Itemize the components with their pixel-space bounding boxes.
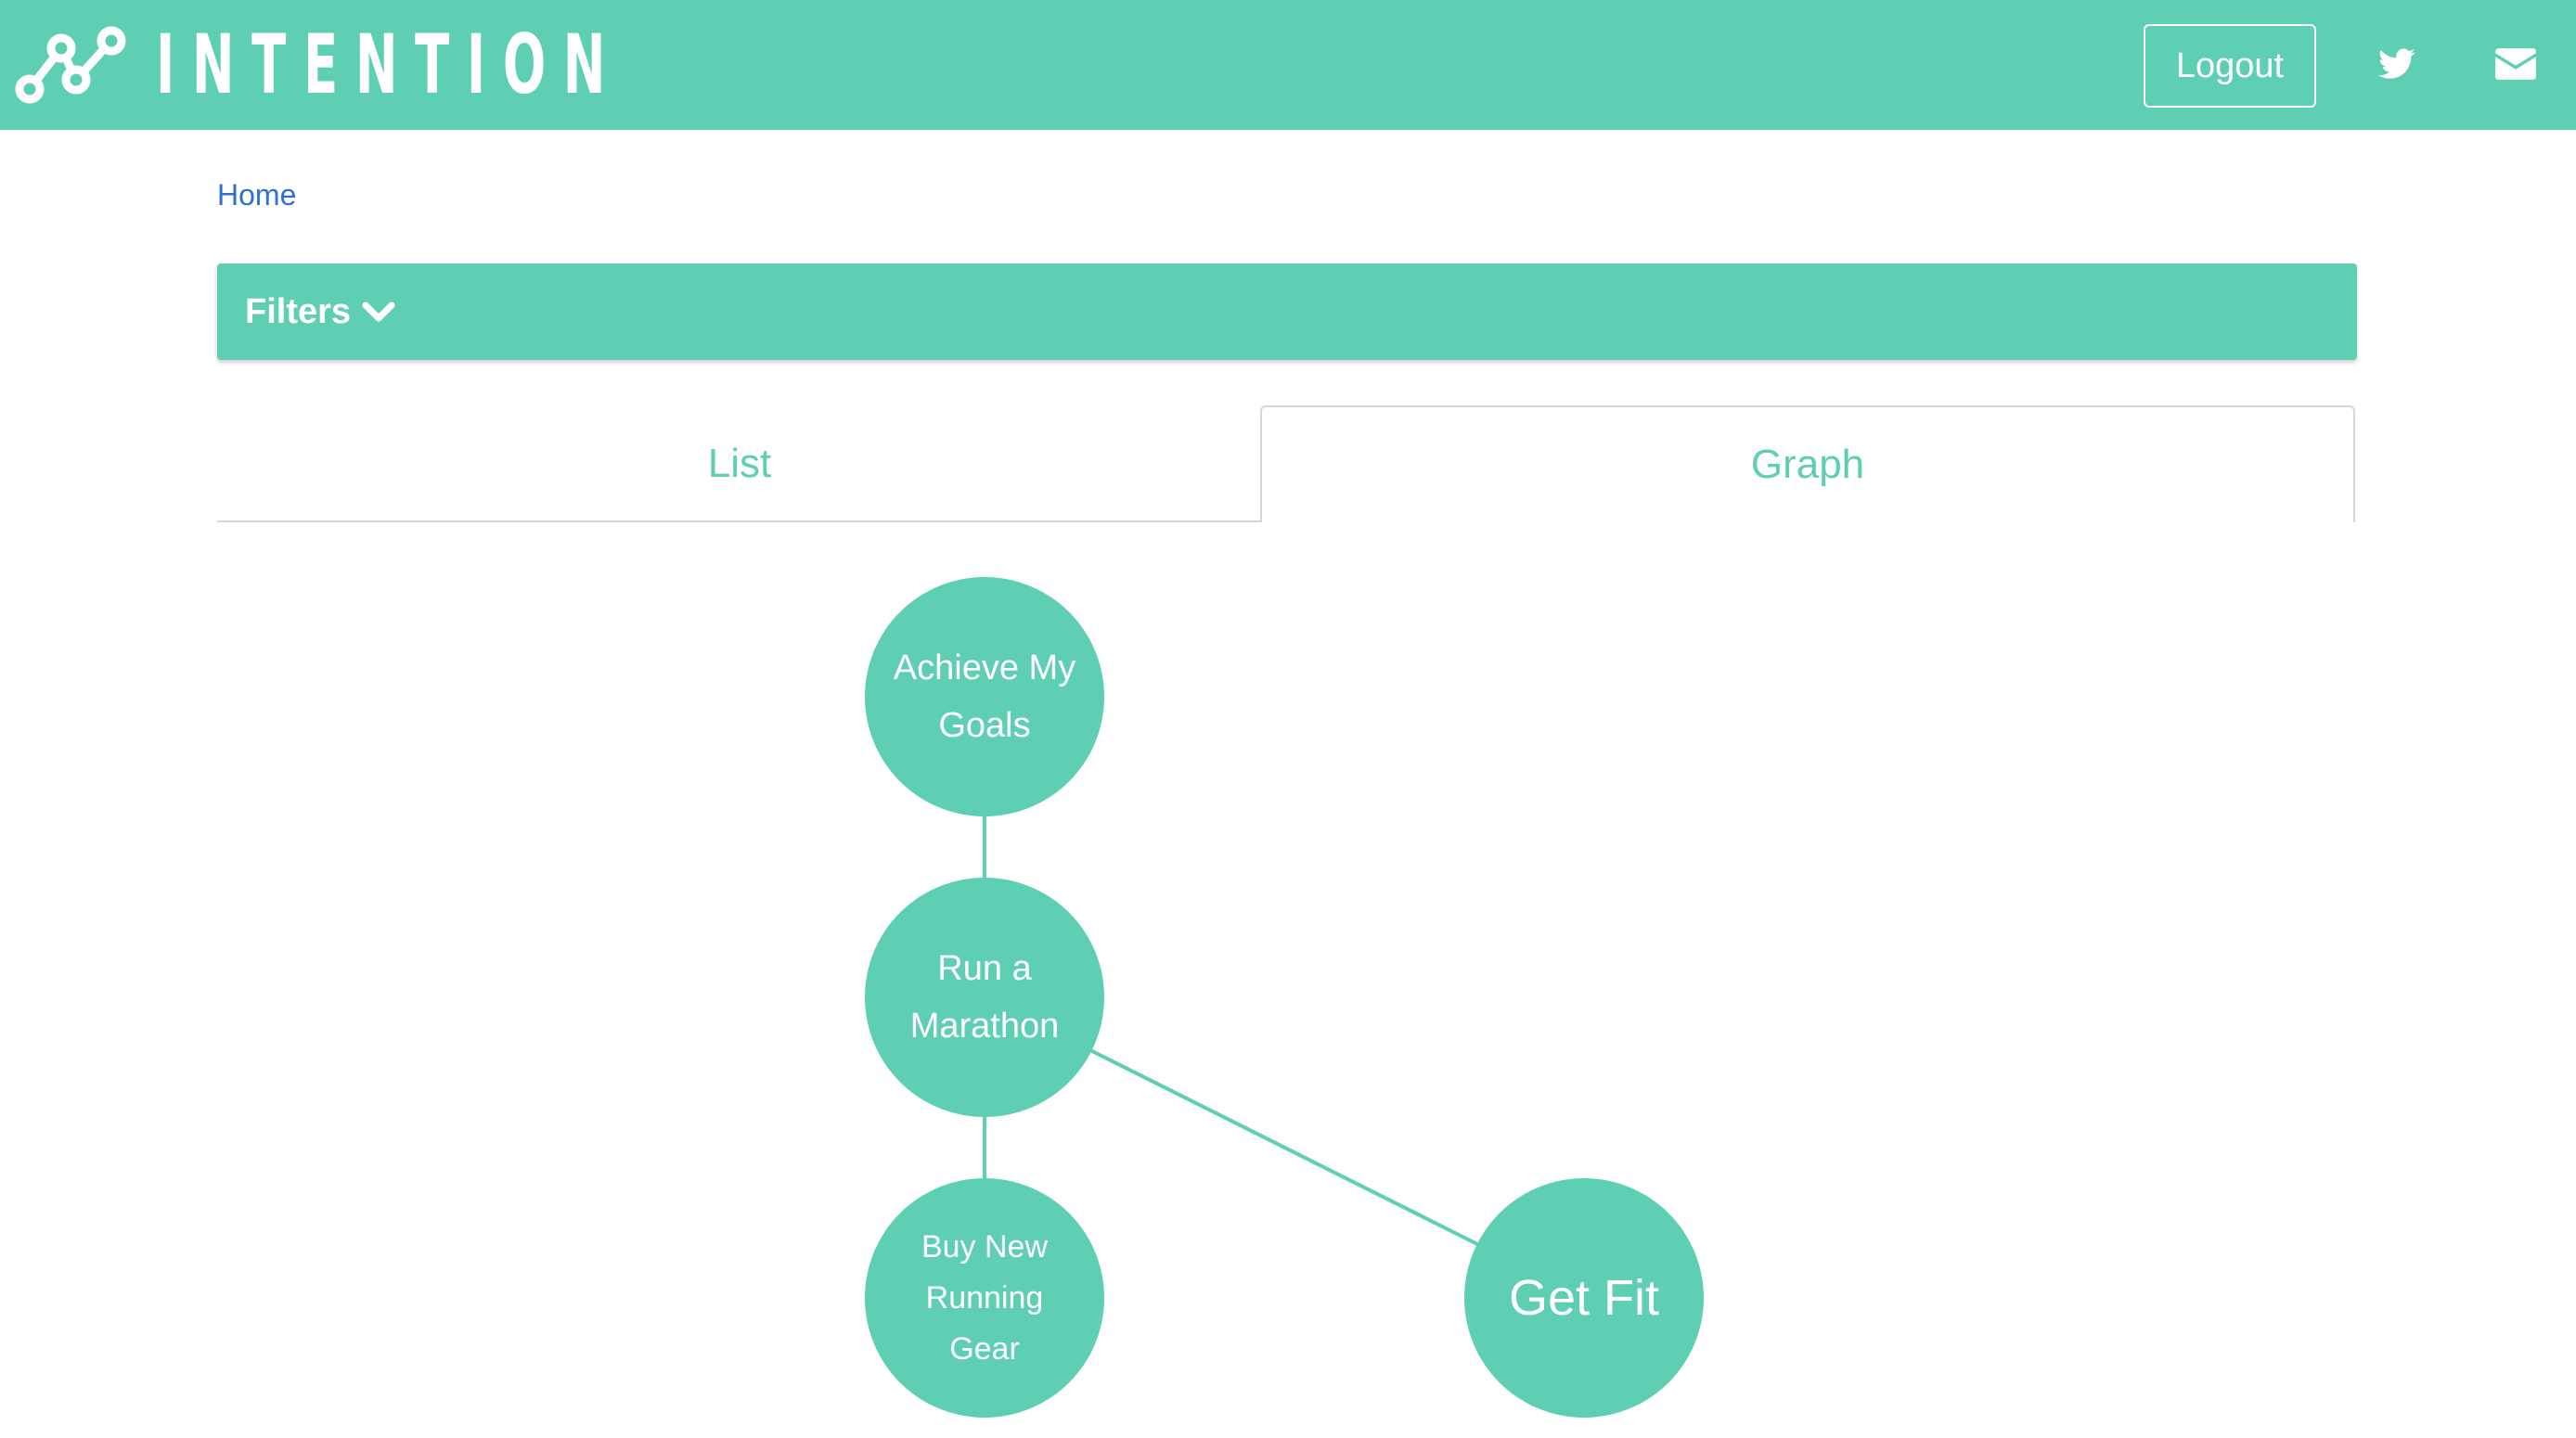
filters-toggle[interactable]: Filters: [217, 263, 2357, 360]
filters-label: Filters: [245, 291, 352, 331]
graph-node[interactable]: Get Fit: [1464, 1178, 1704, 1418]
graph-node[interactable]: Run a Marathon: [865, 878, 1104, 1117]
graph-node-label: Get Fit: [1508, 1270, 1660, 1326]
chevron-down-icon: [362, 293, 399, 330]
twitter-glyph: [2378, 48, 2415, 79]
graph-node-label: Achieve My Goals: [893, 648, 1076, 745]
twitter-icon[interactable]: [2374, 41, 2420, 87]
graph-edge: [1089, 1048, 1480, 1247]
tab-graph[interactable]: Graph: [1260, 405, 2355, 522]
logo-icon: [15, 26, 126, 104]
top-navbar: INTENTION Logout: [0, 0, 2576, 130]
graph-node-label: Run a Marathon: [909, 949, 1060, 1046]
graph-node[interactable]: Buy New Running Gear: [865, 1178, 1104, 1418]
breadcrumb-home-link[interactable]: Home: [217, 178, 297, 212]
graph-node[interactable]: Achieve My Goals: [865, 577, 1104, 816]
graph-node-label: Buy New Running Gear: [921, 1228, 1049, 1367]
logout-button[interactable]: Logout: [2144, 24, 2316, 108]
mail-icon[interactable]: [2492, 41, 2539, 87]
brand-name: INTENTION: [156, 17, 624, 112]
tab-list[interactable]: List: [217, 406, 1262, 522]
brand[interactable]: INTENTION: [13, 22, 908, 108]
envelope-glyph: [2495, 48, 2536, 80]
